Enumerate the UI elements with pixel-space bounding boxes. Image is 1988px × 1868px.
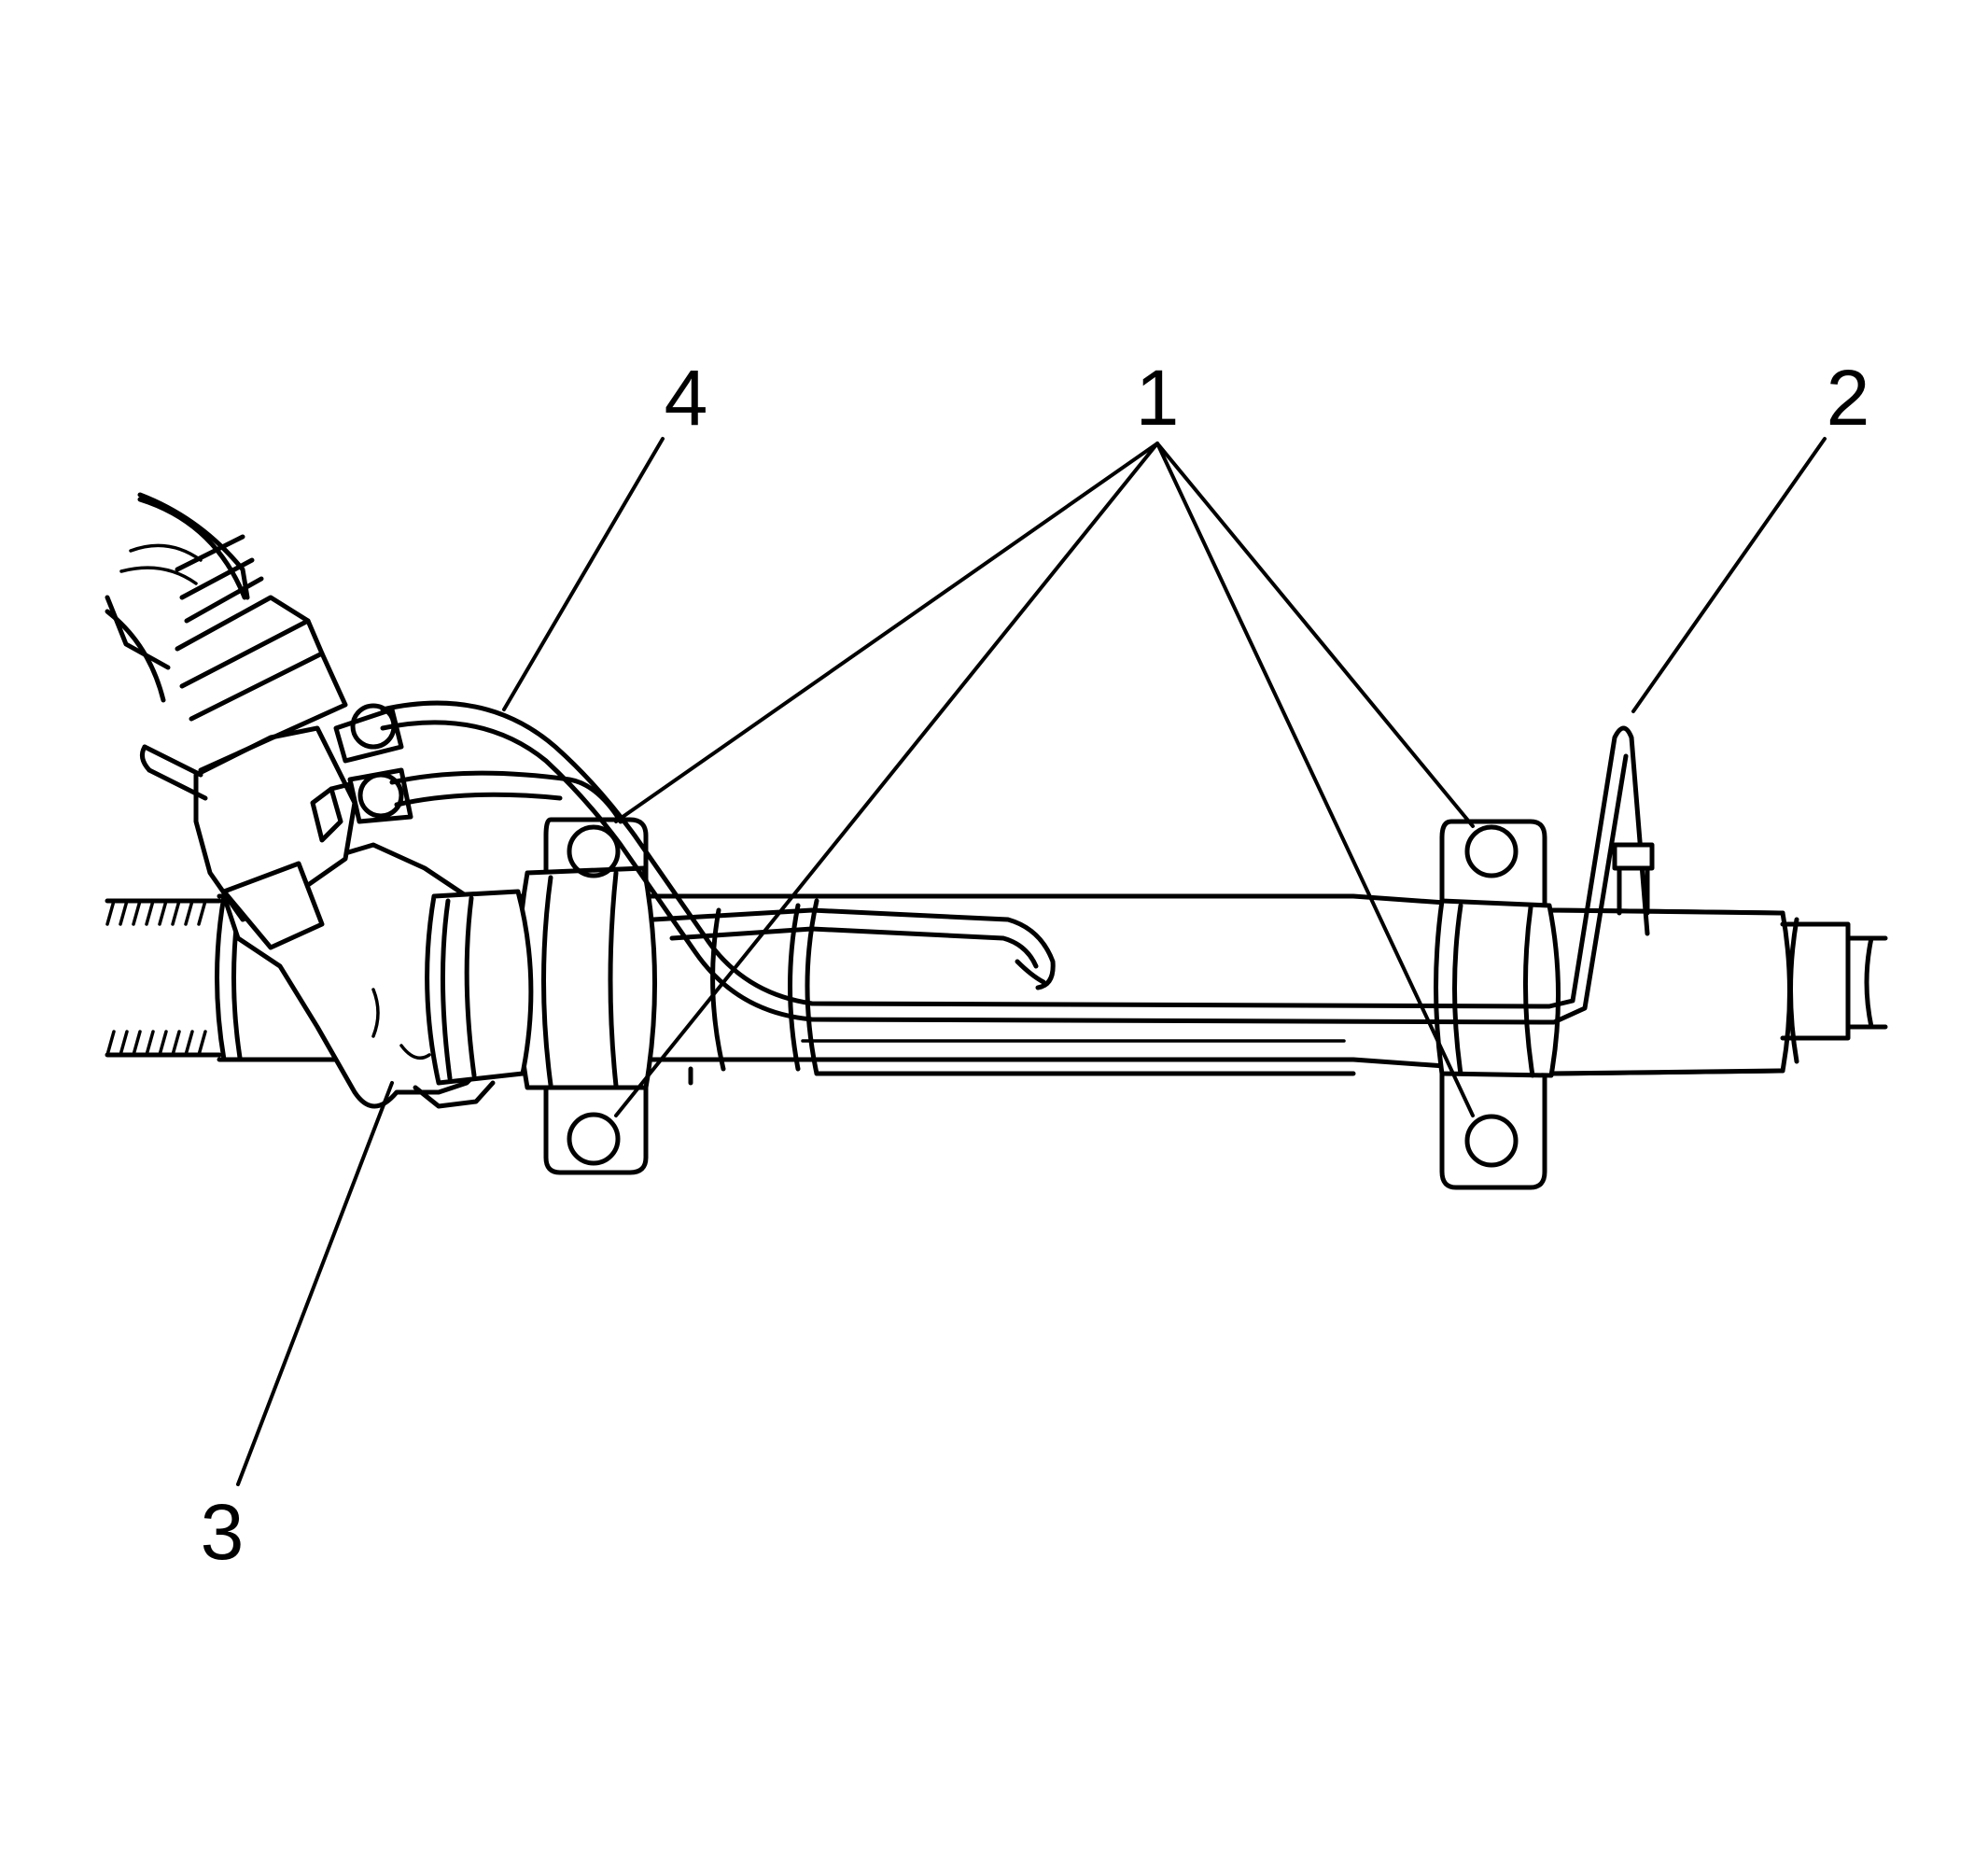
pinion-shaft xyxy=(105,497,357,950)
cylinder-section xyxy=(688,898,1356,1086)
callout-4: 4 xyxy=(665,354,708,442)
callout-1: 1 xyxy=(1136,354,1180,442)
left-mount-clamp xyxy=(515,817,657,1175)
callout-3: 3 xyxy=(201,1488,245,1576)
leader-lines xyxy=(236,437,1827,1486)
left-boot xyxy=(105,898,222,1058)
upper-hose xyxy=(105,492,250,670)
callout-2: 2 xyxy=(1827,354,1870,442)
hydraulic-lines xyxy=(380,700,1655,1025)
